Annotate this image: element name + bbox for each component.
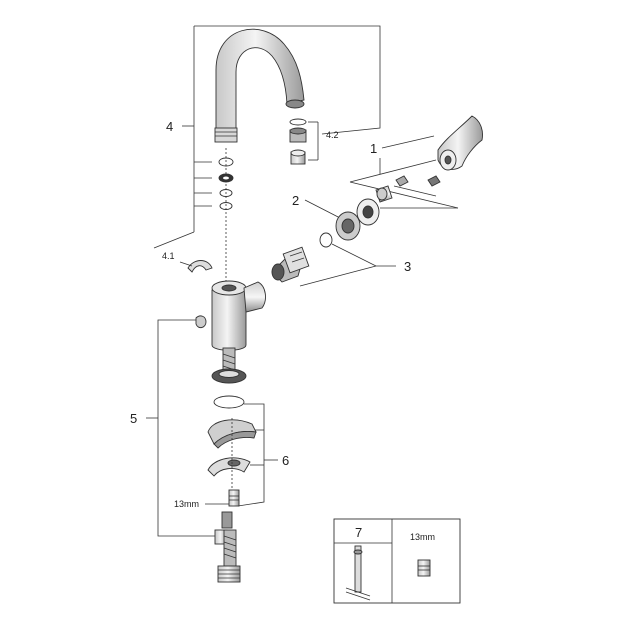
tools-inset <box>333 518 461 604</box>
bracket-6 <box>237 403 278 507</box>
bracket-1 <box>349 135 459 209</box>
callout-3: 3 <box>404 259 411 274</box>
handle-lever <box>437 115 483 171</box>
rosette-rings <box>304 198 380 248</box>
handle-screws <box>375 175 441 203</box>
flexible-hose-lower <box>214 511 241 583</box>
base-washer <box>211 368 247 409</box>
inset-wrench-size-label: 13mm <box>410 532 435 542</box>
spout <box>214 28 305 143</box>
aerator-parts <box>289 118 319 165</box>
mounting-kit <box>205 418 257 507</box>
bracket-5 <box>146 319 216 537</box>
spout-o-rings <box>218 148 234 300</box>
callout-4: 4 <box>166 119 173 134</box>
faucet-body <box>195 280 266 351</box>
callout-2: 2 <box>292 193 299 208</box>
callout-6: 6 <box>282 453 289 468</box>
bracket-3 <box>299 207 458 287</box>
callout-4-2: 4.2 <box>326 130 339 140</box>
callout-1: 1 <box>370 141 377 156</box>
wrench-size-label: 13mm <box>174 499 199 509</box>
cartridge <box>271 246 310 283</box>
retaining-clip <box>179 260 213 273</box>
callout-5: 5 <box>130 411 137 426</box>
bracket-4 <box>153 25 381 249</box>
callout-4-1: 4.1 <box>162 251 175 261</box>
callout-7: 7 <box>355 525 362 540</box>
